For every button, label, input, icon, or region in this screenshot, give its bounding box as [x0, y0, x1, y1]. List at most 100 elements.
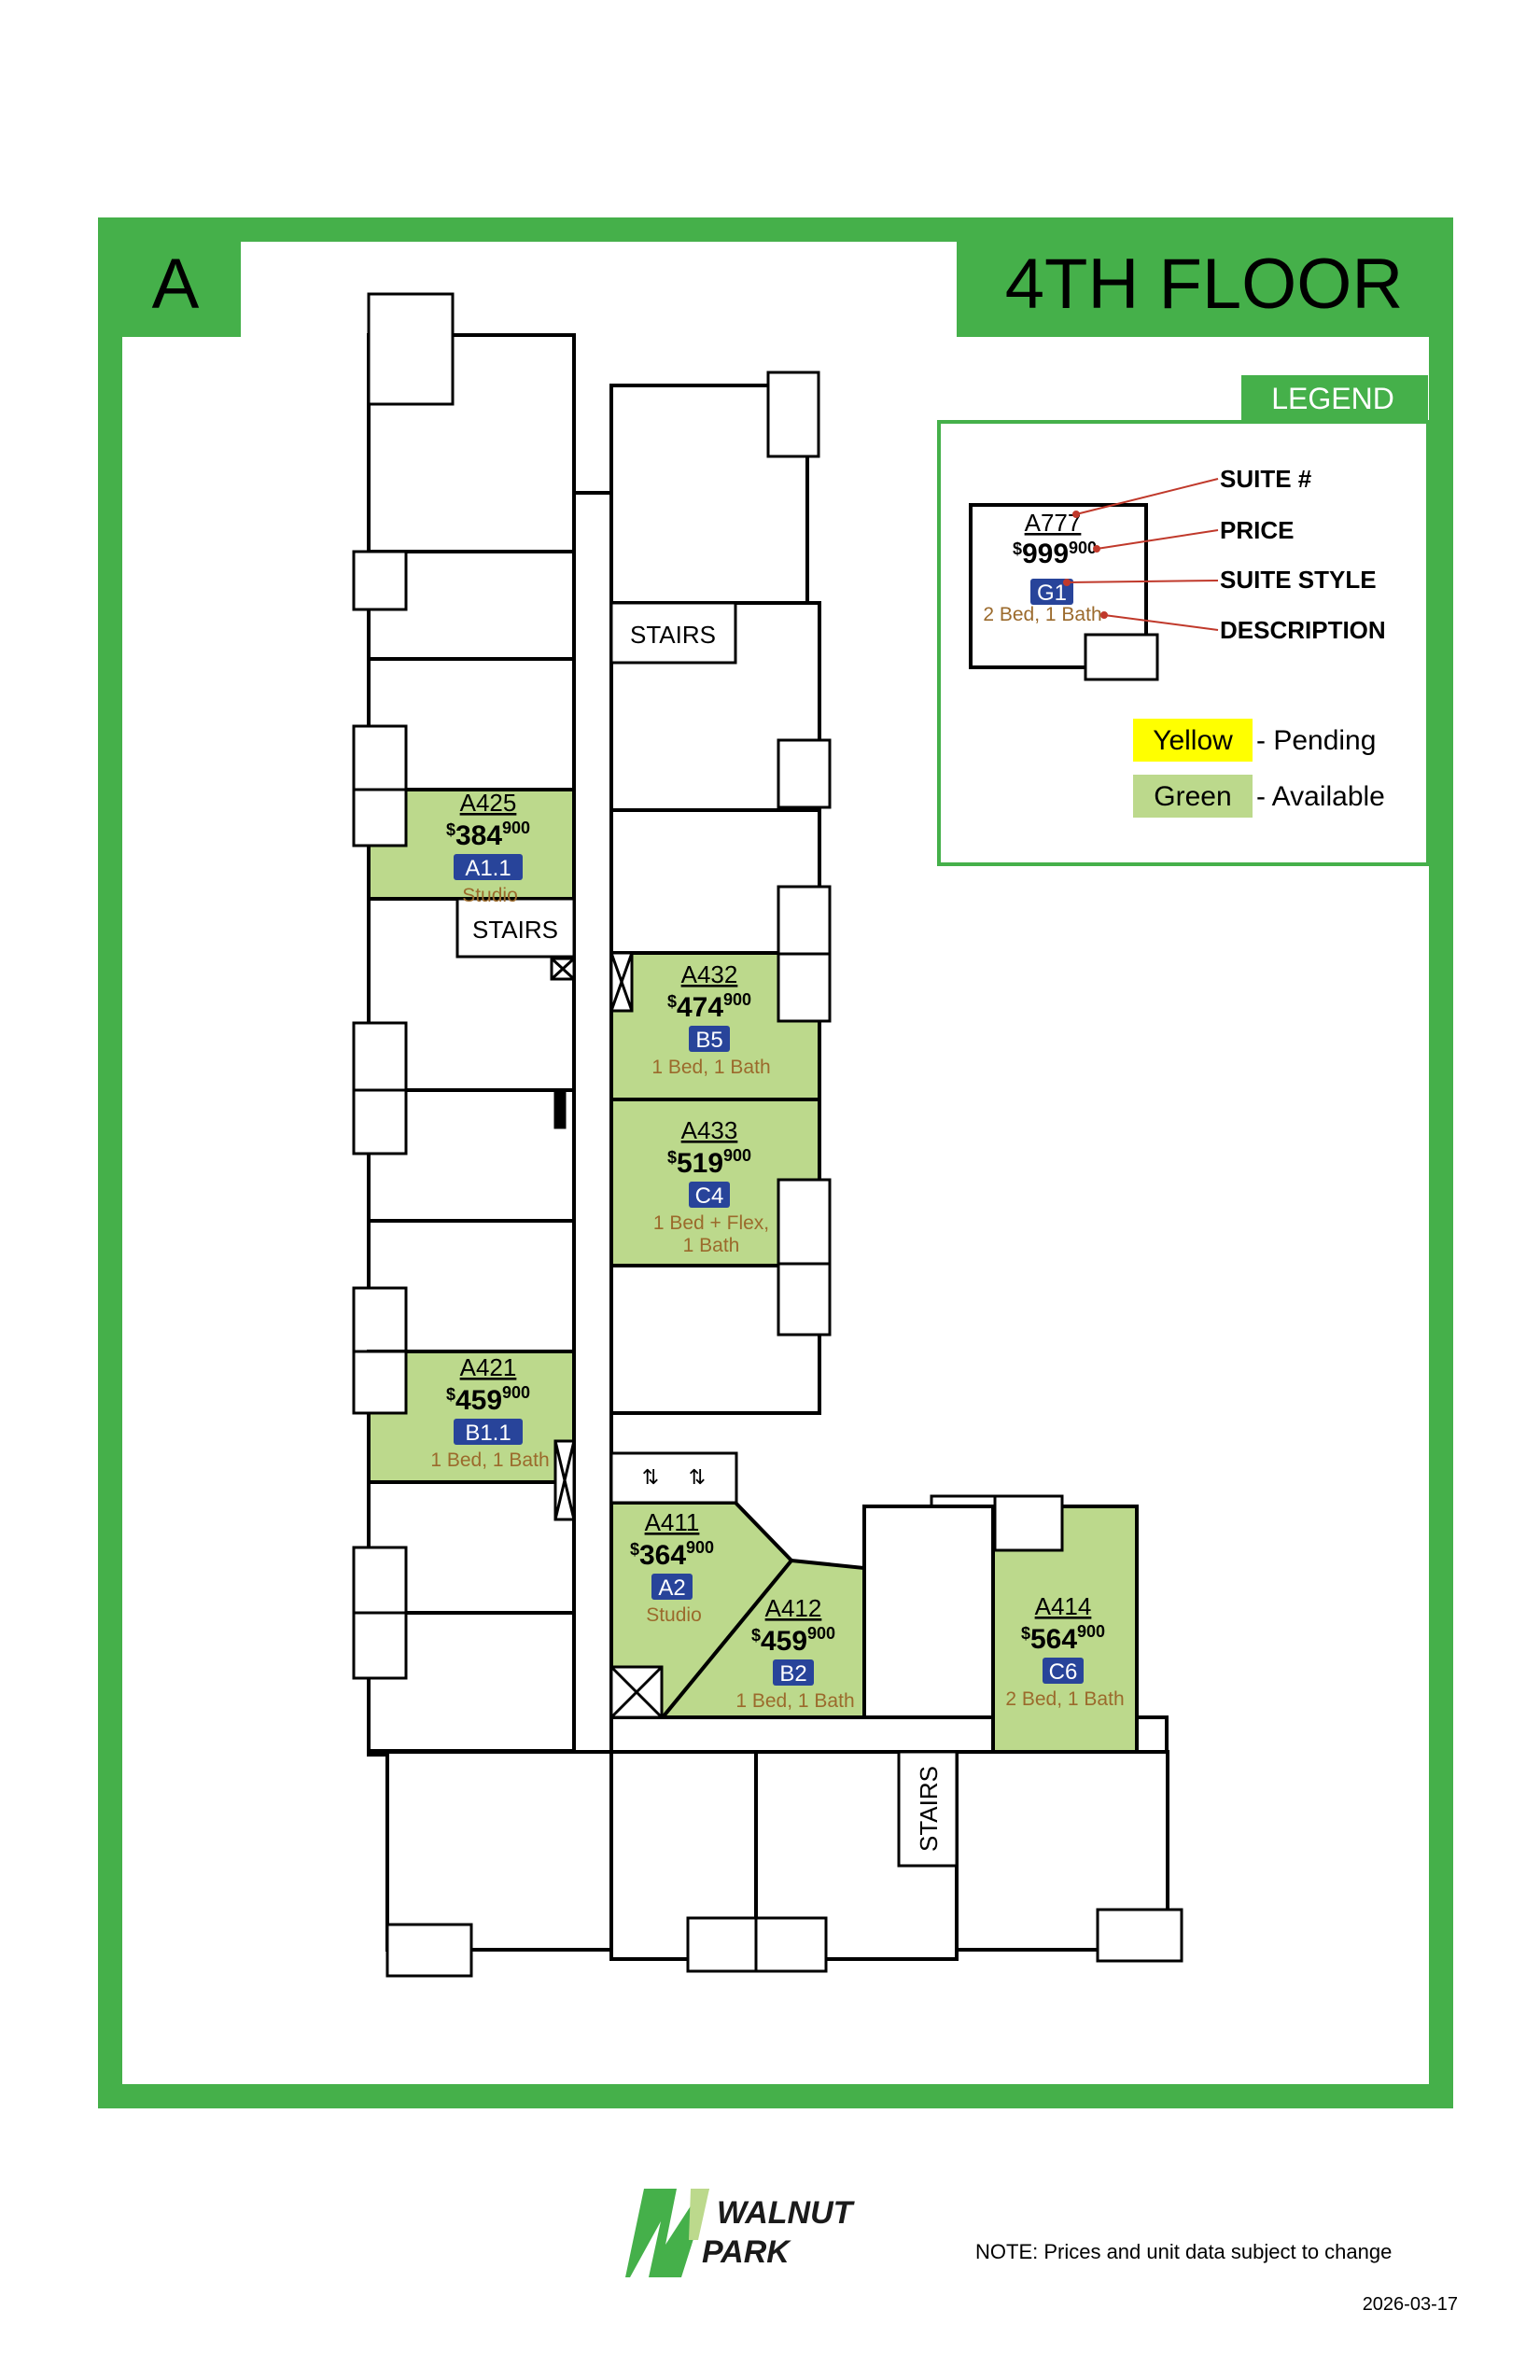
- suite-style: C4: [695, 1183, 724, 1209]
- suite-style: A1.1: [465, 856, 511, 881]
- stairs-box-2: [455, 897, 576, 959]
- suite-style-badge: [1043, 1658, 1084, 1684]
- window-bay: [352, 1021, 408, 1092]
- footer-note: NOTE: Prices and unit data subject to ch…: [975, 2240, 1392, 2263]
- left-corridor: [572, 491, 613, 1755]
- suite-description: 1 Bed, 1 Bath: [651, 1057, 770, 1078]
- stairs-label-1: STAIRS: [630, 621, 716, 649]
- legend-pending-swatch: [1133, 719, 1253, 762]
- legend-callout-price: PRICE: [1220, 516, 1294, 544]
- suite-number: A433: [681, 1116, 738, 1144]
- legend-title: LEGEND: [1271, 382, 1394, 415]
- legend-available-swatch: [1133, 775, 1253, 818]
- suite-style-badge: [454, 854, 523, 880]
- suite-style-badge: [689, 1182, 730, 1208]
- legend-sample-window: [1084, 633, 1159, 681]
- legend-header: [1241, 375, 1428, 420]
- walnut-park-logo: WALNUT PARK: [625, 2189, 856, 2277]
- stairs-label-3: STAIRS: [915, 1766, 943, 1852]
- suite-price: $364900: [630, 1538, 714, 1571]
- window-bay: [352, 1088, 408, 1155]
- suite-description: 1 Bed + Flex,: [653, 1212, 769, 1234]
- legend-box: [937, 420, 1430, 866]
- legend-callout-lines: [1063, 478, 1219, 631]
- suite-price: $459900: [751, 1624, 835, 1657]
- stairs-label-2: STAIRS: [472, 916, 558, 944]
- suite-style-badge: [651, 1574, 693, 1600]
- suite-number: A412: [765, 1594, 822, 1622]
- building-letter: A: [152, 245, 200, 324]
- legend-available-label: - Available: [1256, 781, 1385, 812]
- legend-callout-style: SUITE STYLE: [1220, 566, 1377, 594]
- window-bay: [352, 1286, 408, 1353]
- legend-sample-description: 2 Bed, 1 Bath: [983, 604, 1101, 625]
- suite-description: 2 Bed, 1 Bath: [1005, 1688, 1124, 1710]
- suite-style: A2: [658, 1575, 685, 1601]
- suite-style: C6: [1049, 1659, 1078, 1685]
- suite-style-badge: [773, 1659, 814, 1686]
- legend-sample-suite-number: A777: [1025, 509, 1082, 537]
- page-frame: [98, 217, 1453, 2108]
- suite-number: A414: [1035, 1592, 1092, 1620]
- suite-number: A425: [460, 789, 517, 817]
- suite-price: $519900: [667, 1146, 751, 1179]
- logo-line-2: PARK: [702, 2234, 791, 2270]
- legend: LEGEND A777 $999900 G1 2 Bed, 1 Bath SUI…: [937, 375, 1430, 866]
- window-bay: [1096, 1908, 1183, 1963]
- logo-leaf-icon: [625, 2189, 709, 2277]
- window-bay: [777, 738, 832, 809]
- suite-price: $459900: [446, 1383, 530, 1416]
- suite-price: $474900: [667, 990, 751, 1023]
- window-bay: [352, 1546, 408, 1615]
- window-bay: [352, 550, 408, 611]
- chute-icon: [550, 951, 664, 1719]
- suite-number: A432: [681, 960, 738, 988]
- window-bay: [352, 1350, 408, 1415]
- window-bay: [385, 1923, 473, 1978]
- suite-style: B1.1: [465, 1421, 511, 1446]
- window-bay: [777, 885, 832, 963]
- unit-a413-area: [862, 1505, 995, 1719]
- suite-style-badge: [454, 1419, 523, 1445]
- suite-description: 1 Bed, 1 Bath: [735, 1690, 854, 1712]
- stairs-box-3: [897, 1750, 959, 1868]
- window-bay: [352, 724, 408, 791]
- legend-available-swatch-label: Green: [1154, 781, 1231, 812]
- suite-description: Studio: [462, 885, 518, 906]
- legend-sample-price: $999900: [1013, 539, 1097, 569]
- suite-style-badge: [689, 1026, 730, 1052]
- suite-style: B2: [779, 1661, 806, 1687]
- window-bay: [352, 1611, 408, 1680]
- suite-number: A421: [460, 1353, 517, 1381]
- elevator-icon: ⇅⇅: [642, 1466, 706, 1490]
- logo-leaf-accent-icon: [689, 2189, 709, 2240]
- window-bay: [367, 292, 455, 406]
- legend-pending-label: - Pending: [1256, 725, 1376, 756]
- legend-sample-style-badge: [1030, 579, 1073, 605]
- window-bay: [352, 788, 408, 847]
- legend-sample-style: G1: [1037, 581, 1067, 606]
- window-bay: [777, 1178, 832, 1266]
- elevator-lobby: [609, 1451, 738, 1505]
- window-bay: [777, 952, 832, 1023]
- window-bay: [777, 1262, 832, 1337]
- building-letter-box: [110, 230, 241, 337]
- footer-date: 2026-03-17: [1363, 2294, 1458, 2315]
- suite-description: 1 Bath: [683, 1235, 740, 1256]
- legend-pending-swatch-label: Yellow: [1153, 725, 1233, 756]
- suite-description: Studio: [646, 1604, 702, 1626]
- suite-price: $384900: [446, 819, 530, 851]
- svg-text:⇅: ⇅: [689, 1466, 706, 1490]
- legend-callout-description: DESCRIPTION: [1220, 616, 1386, 644]
- suite-description: 1 Bed, 1 Bath: [430, 1449, 549, 1471]
- floor-title-box: [957, 230, 1441, 337]
- suite-style: B5: [695, 1028, 722, 1053]
- floor-title: 4TH FLOOR: [1005, 245, 1404, 324]
- suite-number: A411: [645, 1508, 700, 1536]
- svg-text:⇅: ⇅: [642, 1466, 659, 1490]
- stairs-box-1: [609, 601, 737, 665]
- logo-line-1: WALNUT: [717, 2195, 856, 2231]
- legend-callout-suite: SUITE #: [1220, 465, 1312, 493]
- unit-bottom-1: [385, 1750, 613, 1952]
